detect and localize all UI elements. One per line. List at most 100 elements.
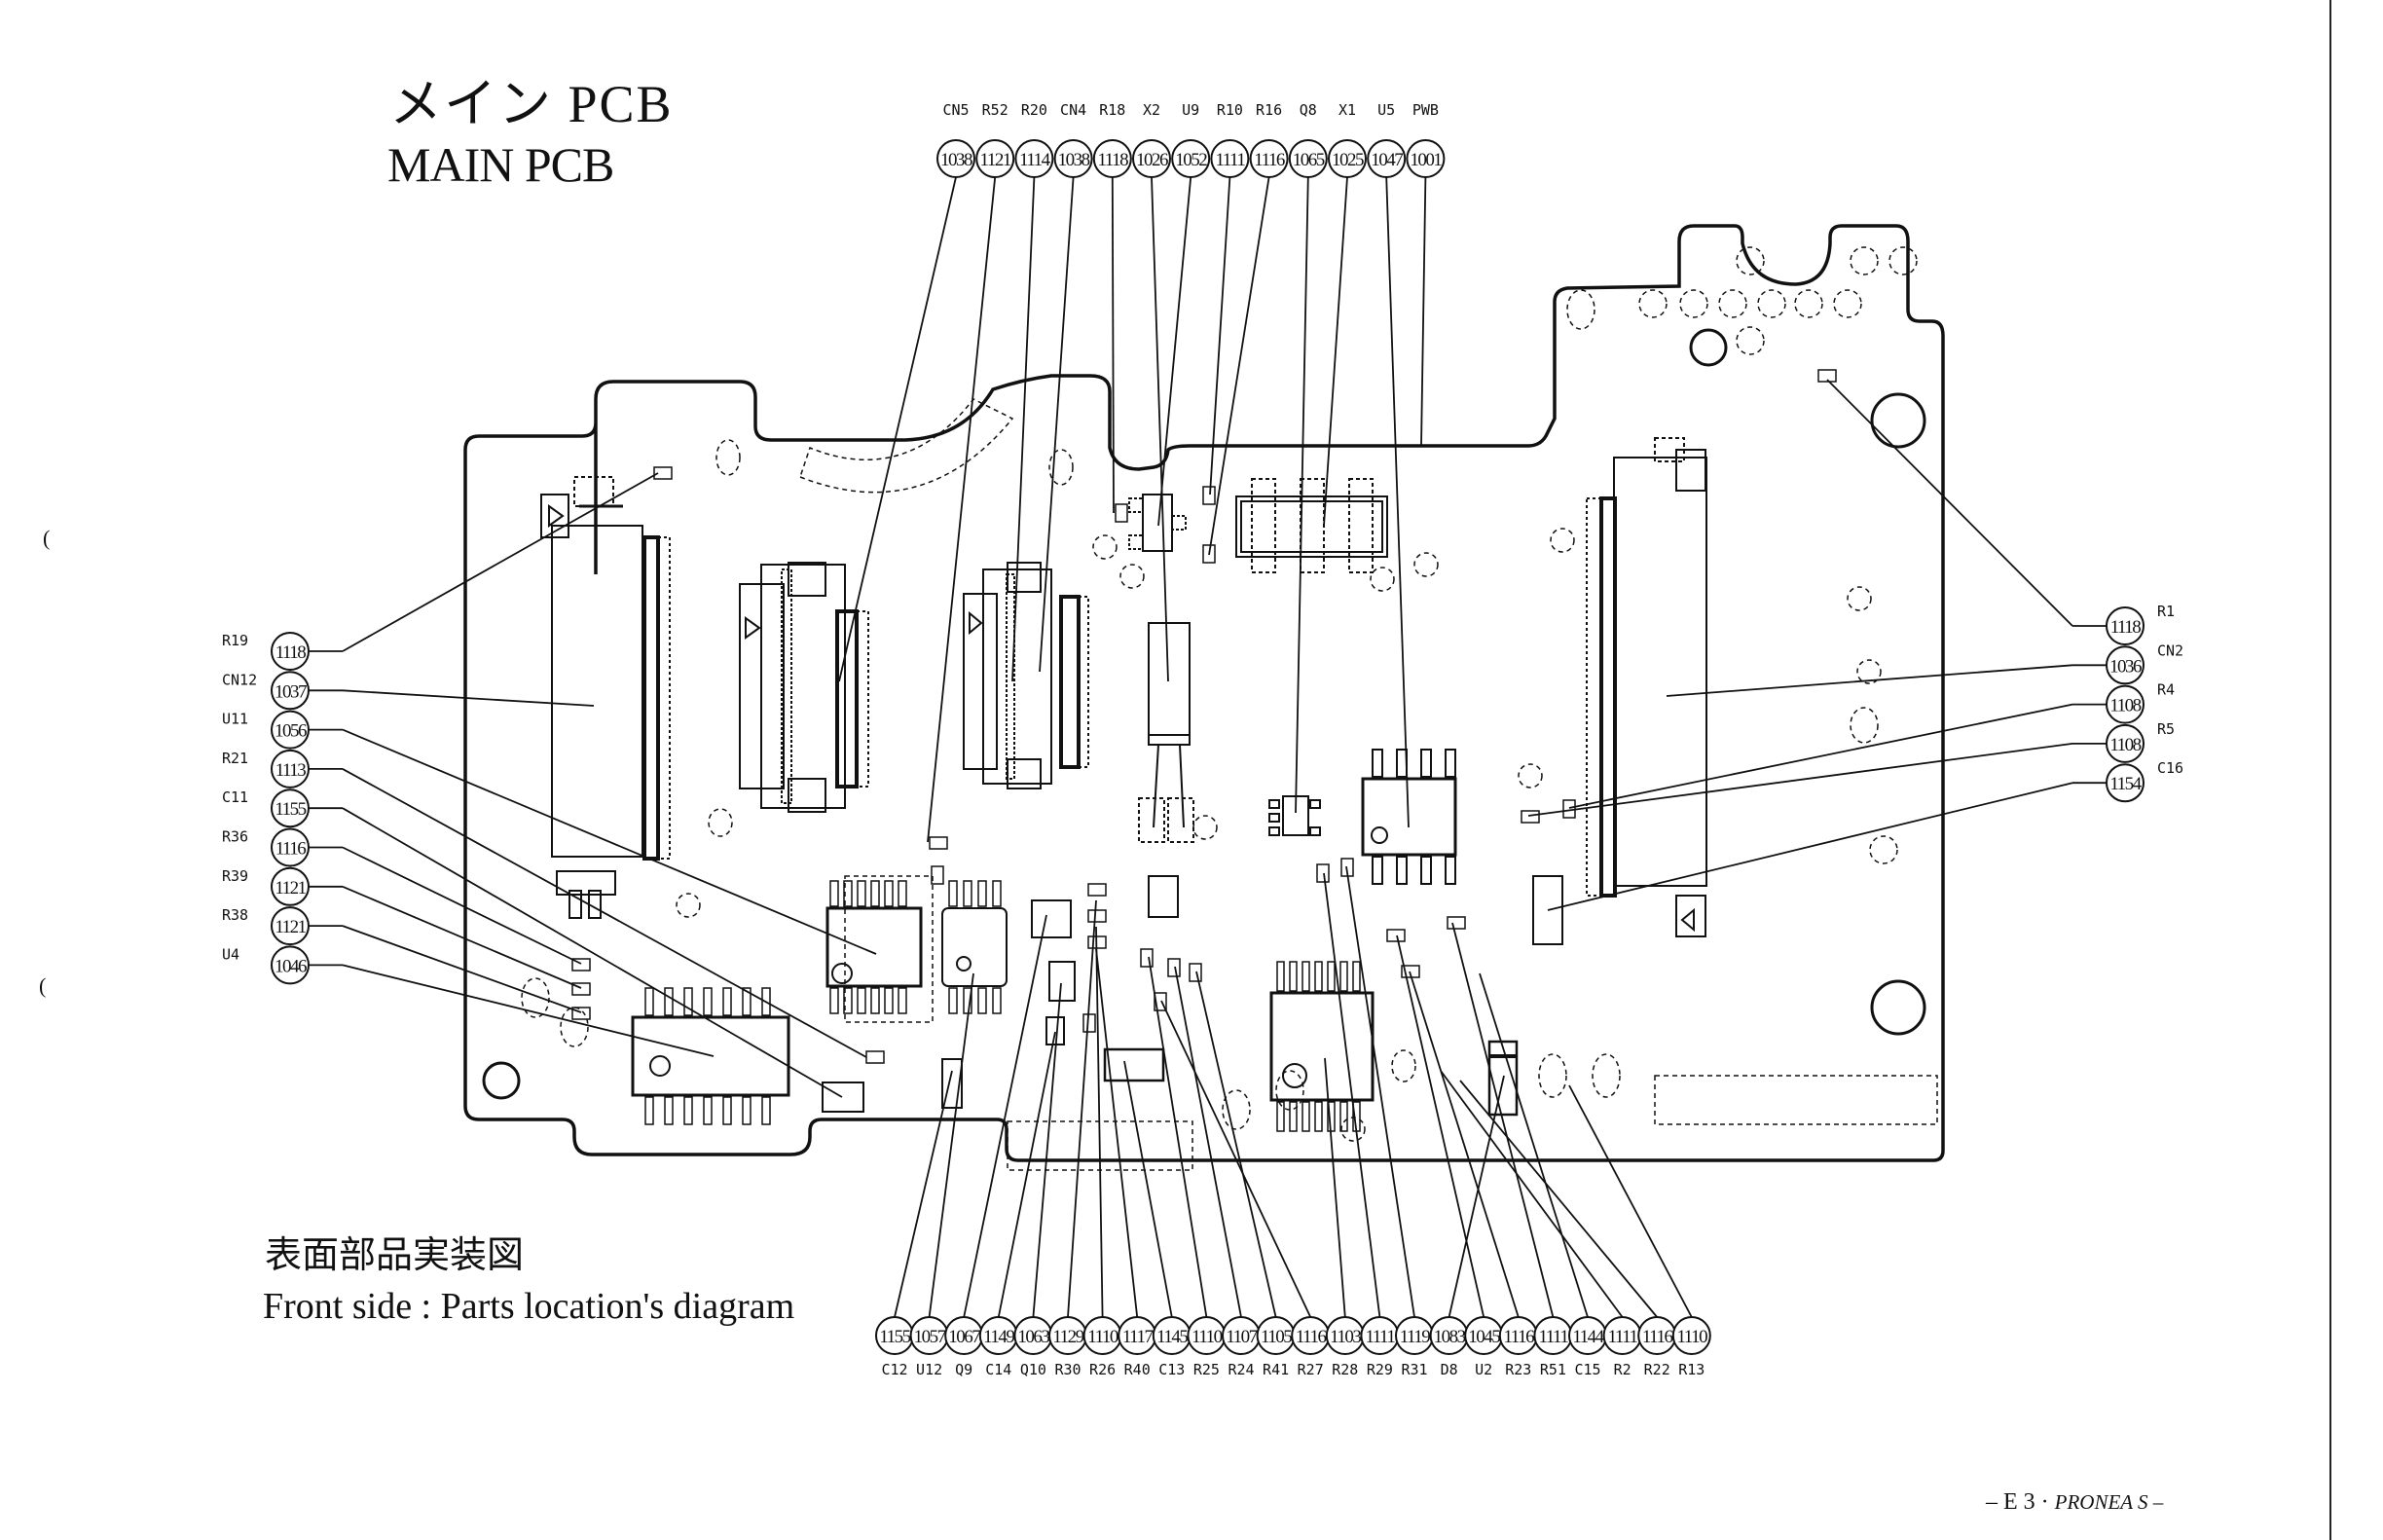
reference-designator: R39 — [222, 867, 248, 885]
part-number: 1116 — [1642, 1327, 1673, 1347]
callout-bubble — [1210, 139, 1250, 178]
page-footer: – E 3 · PRONEA S – — [1986, 1489, 2163, 1516]
part-number: 1116 — [275, 839, 307, 860]
title-japanese: メイン PCB — [389, 75, 674, 133]
leader-line — [342, 807, 843, 1098]
leader-line — [1095, 948, 1139, 1318]
x2-crystal — [1138, 622, 1194, 843]
u12-chip — [941, 880, 1008, 1014]
reference-designator: D8 — [1441, 1361, 1458, 1378]
reference-designator: R29 — [1367, 1361, 1393, 1378]
part-number: 1121 — [980, 150, 1011, 170]
leader-line — [1208, 176, 1270, 556]
leader-line — [1826, 379, 2073, 627]
reference-designator: R27 — [1298, 1361, 1324, 1378]
c11-capacitor — [822, 1082, 864, 1113]
callout-bubble — [271, 749, 310, 788]
reference-designator: R1 — [2157, 603, 2175, 620]
leader-line — [342, 472, 659, 652]
leader-line — [1123, 1060, 1173, 1318]
callout-bubble — [2106, 645, 2145, 685]
part-number: 1046 — [275, 956, 307, 976]
reference-designator: R38 — [222, 906, 248, 924]
reference-designator: R5 — [2157, 720, 2175, 738]
reference-designator: CN2 — [2157, 642, 2183, 659]
reference-designator: R21 — [222, 750, 248, 767]
leader-line — [1151, 176, 1169, 682]
callout-bubble — [271, 866, 310, 906]
callout-bubble — [1288, 139, 1328, 178]
part-number: 1108 — [2109, 735, 2141, 755]
leader-line — [1448, 1075, 1505, 1318]
leader-line — [1011, 176, 1036, 682]
reference-designator: CN5 — [942, 101, 969, 119]
leader-line — [342, 768, 867, 1058]
reference-designator: R2 — [1614, 1361, 1631, 1378]
reference-designator: X1 — [1338, 101, 1356, 119]
part-number: 1121 — [275, 917, 306, 937]
reference-designator: R23 — [1505, 1361, 1531, 1378]
leader-line — [838, 176, 957, 682]
part-number: 1114 — [1019, 150, 1051, 170]
leader-line — [1160, 1000, 1312, 1318]
reference-designator: R51 — [1540, 1361, 1566, 1378]
reference-designator: U12 — [916, 1361, 942, 1378]
callout-bubble — [1671, 1316, 1711, 1355]
leader-line — [1148, 956, 1208, 1318]
reference-designator: R52 — [982, 101, 1008, 119]
leader-line — [1195, 971, 1277, 1318]
callout-bubble — [1249, 139, 1289, 178]
part-number: 1057 — [914, 1327, 946, 1347]
part-number: 1108 — [2109, 696, 2141, 716]
reference-designator: R24 — [1228, 1361, 1254, 1378]
reference-designator: U2 — [1475, 1361, 1492, 1378]
reference-designator: C15 — [1574, 1361, 1600, 1378]
part-number: 1103 — [1330, 1327, 1361, 1347]
part-number: 1083 — [1434, 1327, 1466, 1347]
c13-capacitor — [1103, 1047, 1165, 1082]
u4-chip — [631, 987, 790, 1125]
margin-mark: ( — [43, 526, 51, 550]
mounting-hole — [482, 1061, 521, 1100]
callout-left: 1121 R38 — [222, 906, 310, 946]
leader-line — [1459, 1080, 1658, 1318]
leader-line — [1157, 176, 1192, 527]
c12-capacitor — [941, 1058, 963, 1109]
reference-designator: U4 — [222, 945, 239, 963]
part-number: 1155 — [275, 799, 306, 820]
leader-line — [342, 689, 595, 707]
caption-japanese: 表面部品実装図 — [265, 1233, 525, 1276]
callout-bubble — [1171, 139, 1211, 178]
callout-right: 1108 R5 — [2106, 720, 2175, 763]
reference-designator: R41 — [1263, 1361, 1289, 1378]
part-number: 1116 — [1296, 1327, 1327, 1347]
reference-designator: C16 — [2157, 759, 2183, 777]
callout-bubble — [271, 632, 310, 671]
leader-line — [342, 885, 582, 989]
